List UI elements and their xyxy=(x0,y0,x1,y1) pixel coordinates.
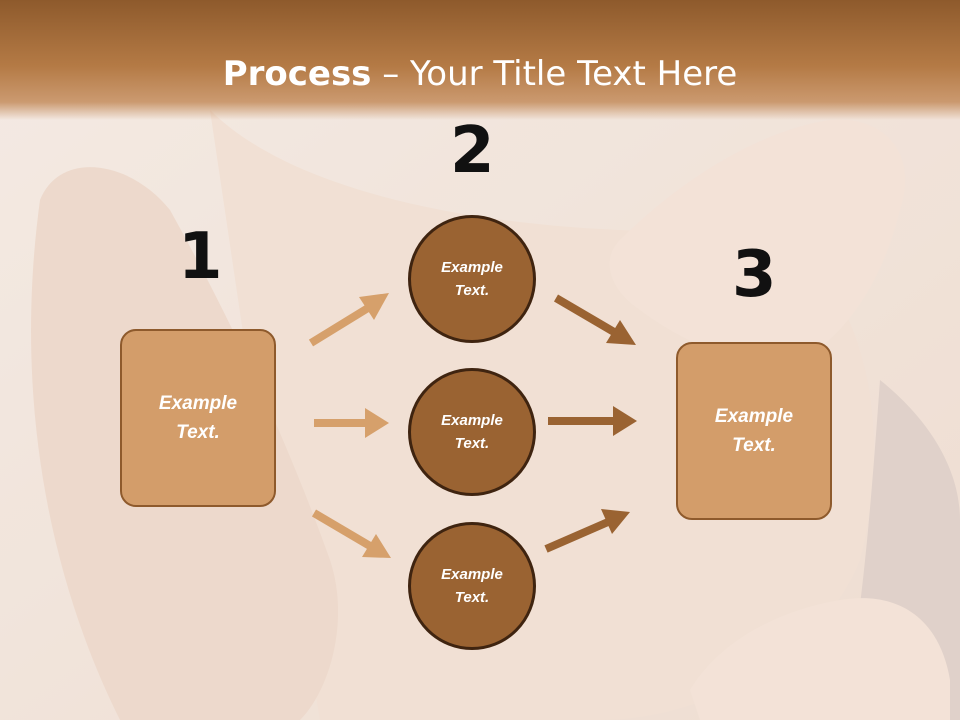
step-number-1: 1 xyxy=(178,220,223,294)
step-1-box: Example Text. xyxy=(120,329,276,507)
slide-title: Process – Your Title Text Here xyxy=(0,54,960,94)
step-number-2: 2 xyxy=(450,114,495,188)
circle-top-text-line-1: Example xyxy=(441,259,503,276)
step-3-box: Example Text. xyxy=(676,342,832,520)
step-2-circle-top: Example Text. xyxy=(408,215,536,343)
step-1-text-line-2: Text. xyxy=(176,422,220,443)
step-number-3: 3 xyxy=(732,238,777,312)
title-bold: Process xyxy=(222,54,372,94)
step-2-circle-bottom: Example Text. xyxy=(408,522,536,650)
step-3-text-line-2: Text. xyxy=(732,435,776,456)
title-bar xyxy=(0,0,960,120)
circle-middle-text-line-1: Example xyxy=(441,412,503,429)
step-3-text-line-1: Example xyxy=(714,406,794,427)
circle-bottom-text-line-1: Example xyxy=(441,566,503,583)
circle-top-text-line-2: Text. xyxy=(454,282,490,299)
circle-bottom-text-line-2: Text. xyxy=(454,589,490,606)
circle-middle-text-line-2: Text. xyxy=(454,435,490,452)
step-2-circle-middle: Example Text. xyxy=(408,368,536,496)
step-1-text-line-1: Example xyxy=(158,393,238,414)
title-rest: – Your Title Text Here xyxy=(371,54,738,94)
